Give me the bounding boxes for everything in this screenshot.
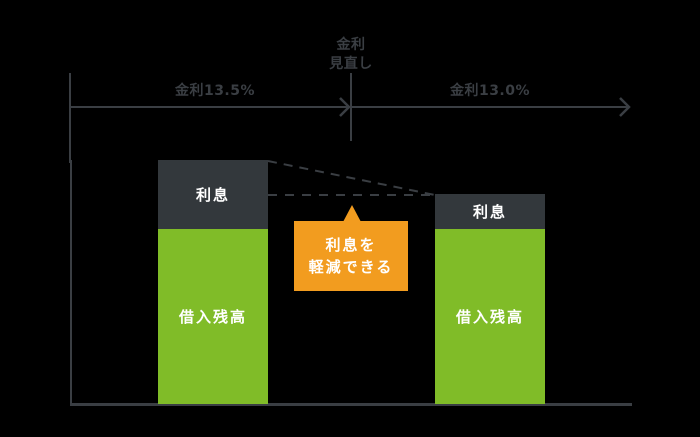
arrow-head-review-icon [339, 97, 351, 117]
interest-label: 利息 [472, 203, 507, 221]
rate-after-label: 金利13.0% [449, 83, 531, 99]
interest-segment: 利息 [158, 160, 268, 229]
dashed-slope-line [267, 160, 436, 196]
x-axis [70, 403, 632, 406]
principal-segment: 借入残高 [435, 229, 545, 404]
callout-box: 利息を 軽減できる [294, 221, 408, 291]
review-label-line2: 見直し [329, 56, 373, 72]
callout-line2: 軽減できる [308, 258, 394, 276]
callout-line1: 利息を [325, 236, 377, 254]
timeline-start-tick [69, 73, 71, 163]
callout-pointer-icon [343, 205, 361, 222]
bar-after: 利息 借入残高 [435, 194, 545, 404]
arrow-head-end-icon [619, 97, 631, 117]
interest-label: 利息 [195, 186, 230, 204]
rate-before-label: 金利13.5% [174, 83, 256, 99]
principal-label: 借入残高 [455, 308, 524, 326]
y-axis [70, 160, 72, 406]
review-tick [350, 73, 352, 141]
principal-label: 借入残高 [178, 308, 247, 326]
principal-segment: 借入残高 [158, 229, 268, 404]
bar-before: 利息 借入残高 [158, 160, 268, 404]
review-label-line1: 金利 [336, 37, 366, 53]
interest-segment: 利息 [435, 194, 545, 229]
